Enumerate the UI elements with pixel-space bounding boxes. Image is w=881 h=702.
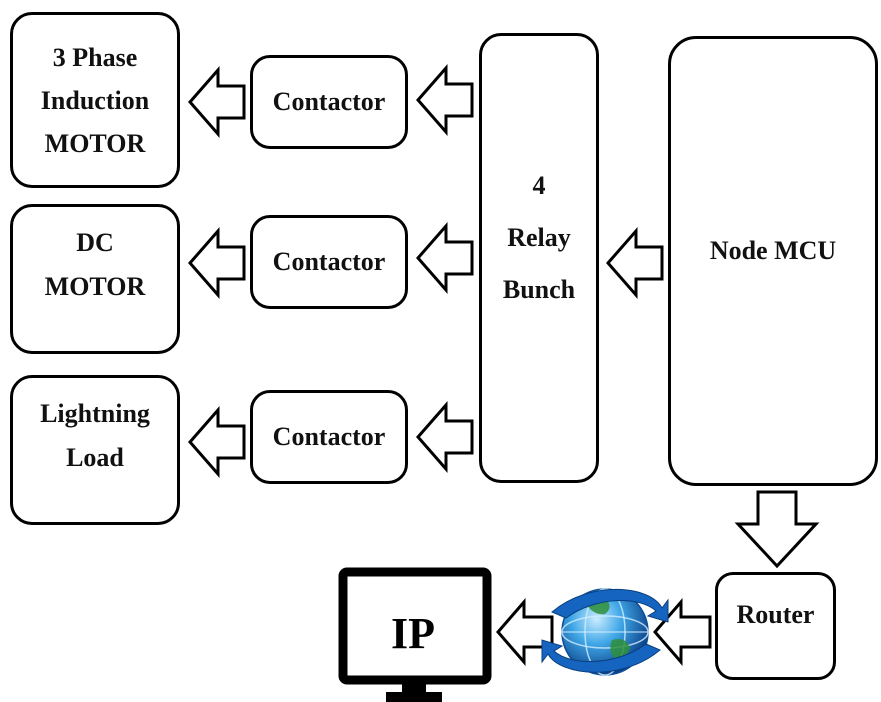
- dc-motor-box: DC MOTOR: [10, 204, 180, 354]
- relay-line-3: Bunch: [502, 275, 576, 304]
- lightning-load-line-1: Lightning: [40, 399, 150, 428]
- contactor-label-2: Contactor: [272, 247, 386, 276]
- contactor-label-1: Contactor: [272, 87, 386, 116]
- node-mcu-label: Node MCU: [709, 236, 837, 265]
- arrow-left-icon: [653, 597, 712, 667]
- lightning-load-box: Lightning Load: [10, 375, 180, 525]
- three-phase-motor-line-1: 3 Phase: [52, 42, 138, 72]
- monitor-icon: IP: [338, 567, 492, 702]
- lightning-load-line-2: Load: [66, 443, 124, 472]
- arrow-left-icon: [188, 406, 246, 478]
- three-phase-motor-box: 3 Phase Induction MOTOR: [10, 12, 180, 188]
- three-phase-motor-line-3: MOTOR: [44, 128, 146, 158]
- relay-line-1: 4: [532, 171, 546, 200]
- monitor-label: IP: [391, 609, 435, 658]
- node-mcu-box: Node MCU: [668, 36, 878, 486]
- three-phase-motor-line-2: Induction: [40, 85, 150, 115]
- contactor-box-1: Contactor: [250, 55, 408, 149]
- arrow-left-icon: [496, 597, 554, 667]
- contactor-label-3: Contactor: [272, 422, 386, 451]
- arrow-left-icon: [416, 64, 474, 136]
- relay-line-2: Relay: [507, 223, 571, 252]
- contactor-box-3: Contactor: [250, 390, 408, 484]
- arrow-left-icon: [416, 401, 474, 473]
- arrow-down-icon: [734, 490, 820, 569]
- dc-motor-line-2: MOTOR: [44, 272, 146, 301]
- arrow-left-icon: [188, 227, 246, 299]
- dc-motor-line-1: DC: [76, 228, 114, 257]
- internet-globe-icon: [541, 588, 669, 676]
- arrow-left-icon: [606, 227, 664, 299]
- arrow-left-icon: [416, 222, 474, 294]
- arrow-left-icon: [188, 66, 246, 138]
- router-label: Router: [736, 600, 815, 629]
- contactor-box-2: Contactor: [250, 215, 408, 309]
- relay-bunch-box: 4 Relay Bunch: [479, 33, 599, 483]
- router-box: Router: [715, 572, 836, 680]
